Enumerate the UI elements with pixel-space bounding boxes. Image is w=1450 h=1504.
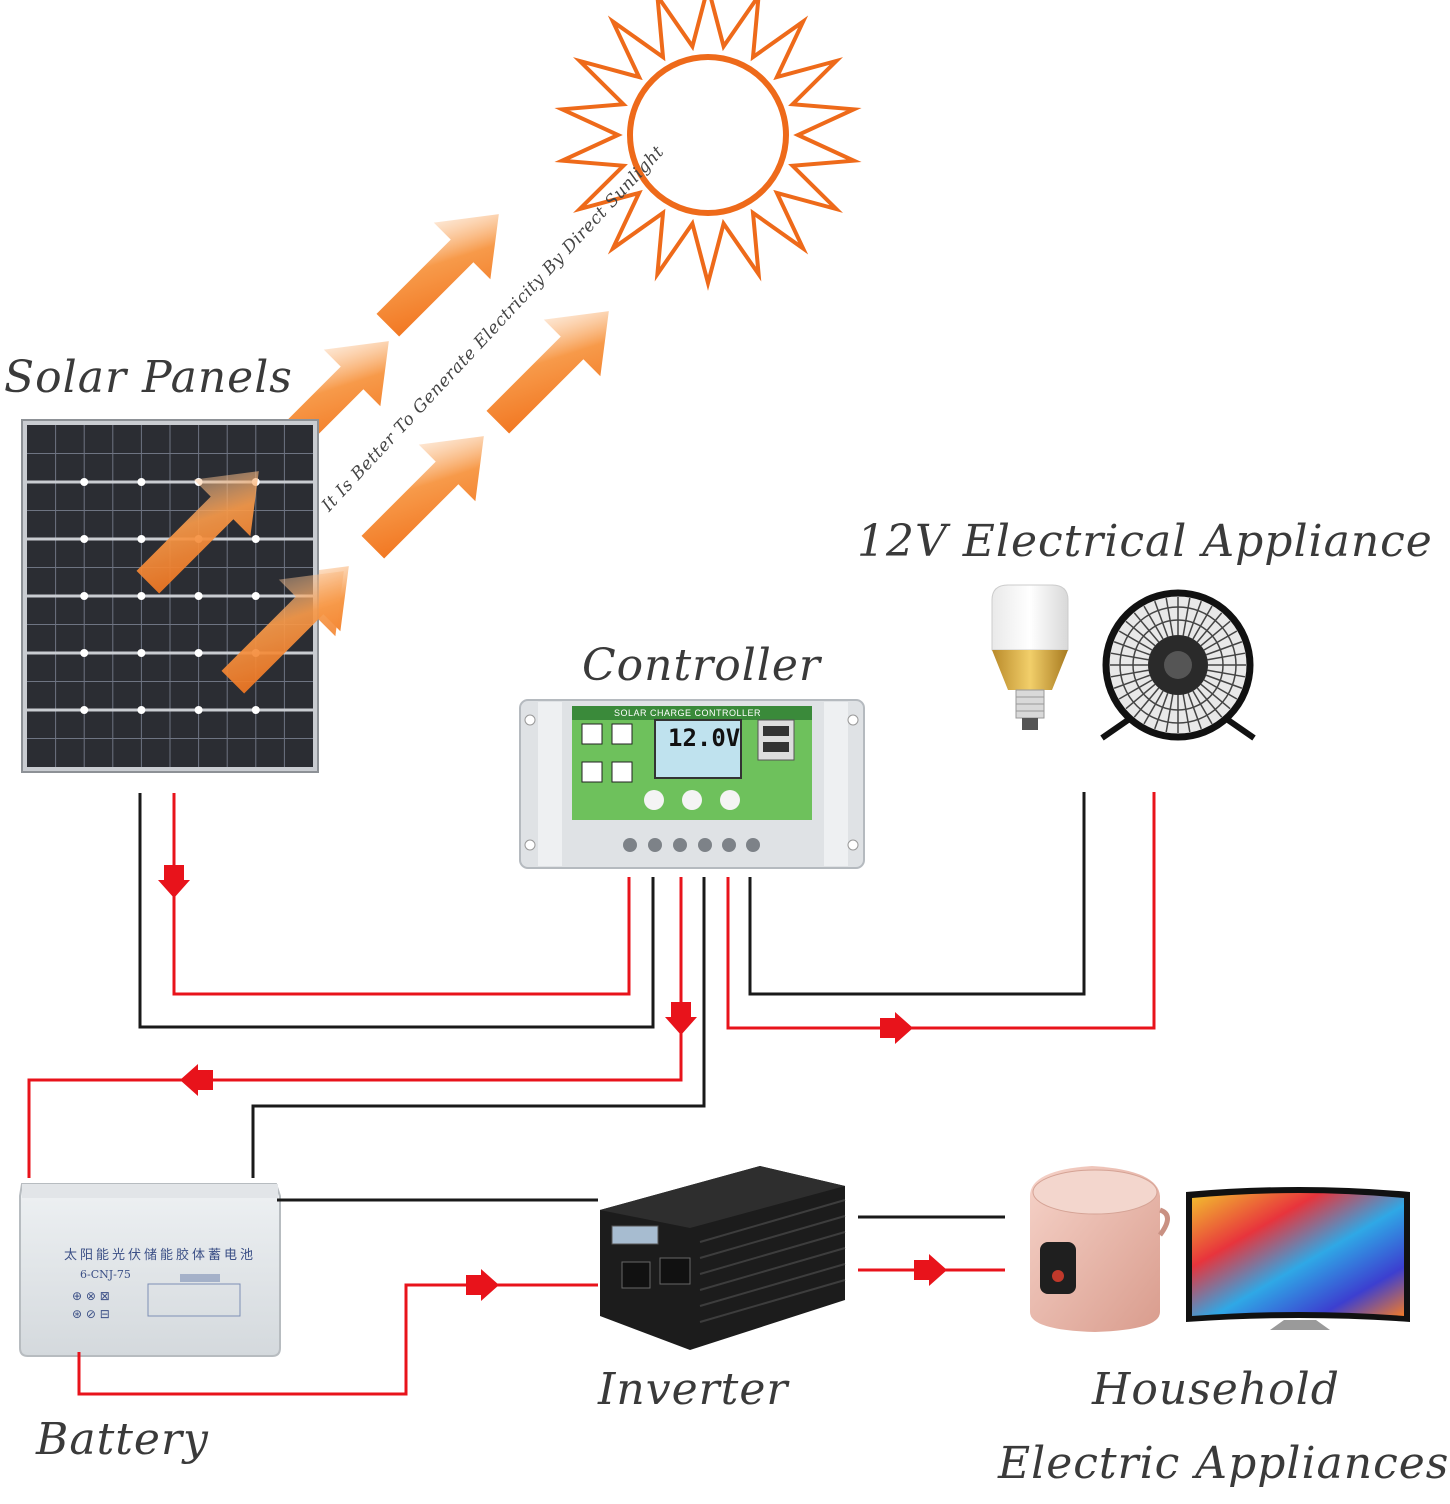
led-bulb-icon [991,584,1069,730]
sun-ray-arrow [361,436,484,559]
solar-panels-label: Solar Panels [4,352,293,403]
solar-panel [21,419,319,773]
desk-fan-icon [1100,589,1256,741]
inverter-icon [600,1166,846,1350]
sun-icon [554,0,862,291]
sun-ray-arrow [486,311,609,434]
inverter-label: Inverter [598,1364,789,1415]
household-label-line2: Electric Appliances [998,1438,1450,1489]
charge-controller [519,699,865,869]
svg-text:⊛ ⊘ ⊟: ⊛ ⊘ ⊟ [72,1307,110,1321]
controller-title: SOLAR CHARGE CONTROLLER [614,708,762,718]
household-label-line1: Household [1092,1364,1340,1415]
svg-text:⊕ ⊗ ⊠: ⊕ ⊗ ⊠ [72,1289,110,1303]
current-flow-arrows [158,865,947,1301]
battery-chinese-label: 太阳能光伏储能胶体蓄电池 [64,1248,257,1263]
battery-icon: ⊕ ⊗ ⊠ ⊛ ⊘ ⊟ [19,1183,281,1357]
television-icon [1186,1187,1410,1330]
controller-label: Controller [582,640,821,691]
battery-label: Battery [36,1414,209,1465]
appliance-12v-label: 12V Electrical Appliance [857,516,1433,567]
controller-display: 12.0V [668,724,741,752]
rice-cooker-icon [1030,1166,1170,1332]
panel-sun-arrows [136,471,344,694]
battery-model: 6-CNJ-75 [80,1268,131,1281]
sun-ray-arrow [376,214,499,337]
